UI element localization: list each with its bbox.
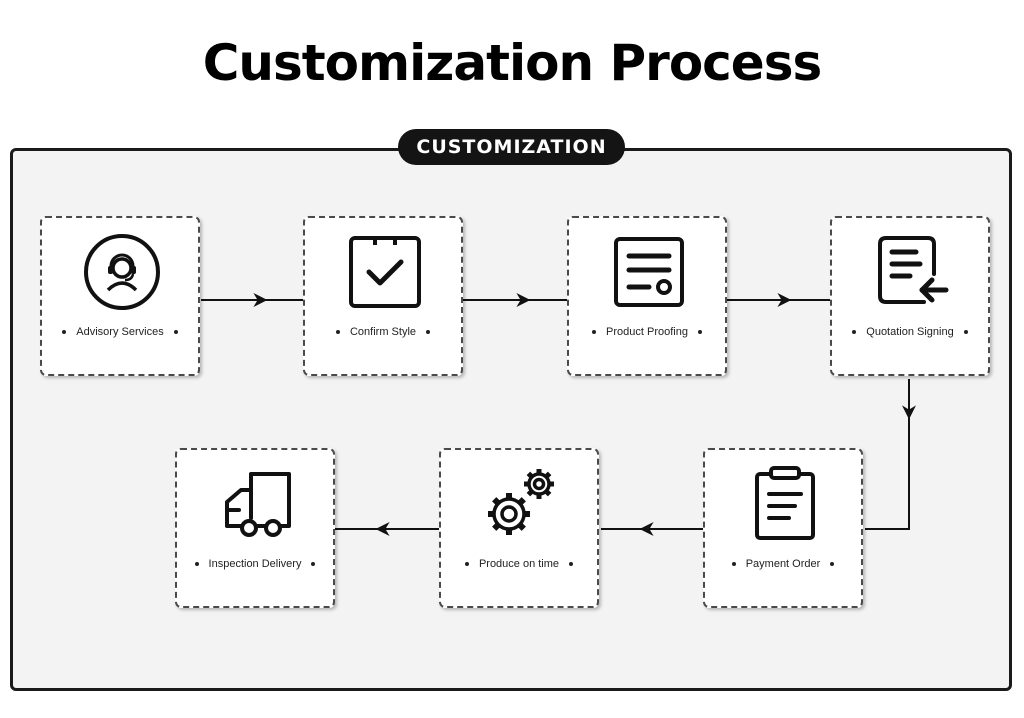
step-quotation-signing: Quotation Signing: [830, 216, 990, 376]
gears-icon: [481, 464, 561, 544]
document-seal-icon: [609, 232, 689, 312]
step-label: Confirm Style: [349, 326, 417, 338]
headset-agent-icon: [82, 232, 162, 312]
page-title: Customization Process: [202, 34, 823, 92]
section-badge: CUSTOMIZATION: [398, 129, 625, 165]
step-produce-on-time: Produce on time: [439, 448, 599, 608]
step-label: Advisory Services: [76, 326, 164, 338]
step-label: Product Proofing: [606, 326, 688, 338]
step-advisory-services: Advisory Services: [40, 216, 200, 376]
step-label: Quotation Signing: [866, 326, 954, 338]
step-label: Produce on time: [478, 558, 560, 570]
step-product-proofing: Product Proofing: [567, 216, 727, 376]
document-return-icon: [872, 232, 952, 312]
clipboard-list-icon: [745, 464, 825, 544]
delivery-truck-icon: [217, 464, 297, 544]
clipboard-check-icon: [345, 232, 425, 312]
step-label: Inspection Delivery: [208, 558, 302, 570]
step-inspection-delivery: Inspection Delivery: [175, 448, 335, 608]
step-payment-order: Payment Order: [703, 448, 863, 608]
step-label: Payment Order: [745, 558, 821, 570]
step-confirm-style: Confirm Style: [303, 216, 463, 376]
